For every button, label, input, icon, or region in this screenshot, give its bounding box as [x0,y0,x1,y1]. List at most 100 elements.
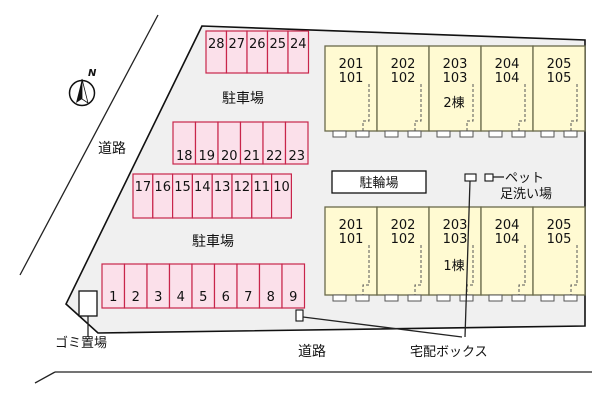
unit-entry [355,130,370,138]
unit-number-lower: 102 [391,71,416,86]
unit-number-lower: 104 [495,232,520,247]
parking-stall-number: 13 [214,180,231,195]
unit-entry [563,294,578,302]
unit-entry [384,130,399,138]
parking-stall [287,30,310,74]
parking-stall-number: 20 [221,149,238,164]
parking-stall-number: 4 [177,290,185,305]
unit-entry [332,130,347,138]
unit-number-upper: 205 [547,57,572,72]
unit-number-upper: 202 [391,218,416,233]
stair-outline [362,84,370,131]
road-edge-west [19,14,159,276]
building-unit [324,45,378,132]
parking-stall-number: 23 [288,149,305,164]
unit-number-upper: 204 [495,218,520,233]
building-unit [376,206,430,296]
delivery-box-label: 宅配ボックス [410,345,488,360]
garbage-area [78,290,98,317]
unit-entry [407,294,422,302]
parking-stall-number: 2 [132,290,140,305]
parking-stall-number: 17 [135,180,152,195]
stair-outline [570,84,578,131]
parking-stall-number: 10 [273,180,290,195]
unit-entry [436,130,451,138]
unit-number-lower: 104 [495,71,520,86]
unit-number-upper: 201 [339,218,364,233]
delivery-box-2 [464,173,477,182]
unit-entry [407,130,422,138]
unit-number-lower: 105 [547,232,572,247]
delivery-box [295,309,304,322]
road-edge-south [34,371,56,384]
unit-number-upper: 203 [443,218,468,233]
parking-stall-number: 11 [253,180,270,195]
bike-parking [331,170,427,194]
unit-entry [563,130,578,138]
unit-entry [332,294,347,302]
north-label: N [88,68,97,79]
road-label-west: 道路 [98,141,126,157]
parking-stall [271,173,293,219]
parking-label-north: 駐車場 [222,90,264,107]
building-2-label: 2棟 [443,96,464,111]
parking-stall-number: 21 [243,149,260,164]
stair-outline [570,245,578,295]
pet-wash-label-line1: ペット [505,171,544,186]
parking-stall-number: 24 [290,37,307,52]
parking-stall-number: 1 [109,290,117,305]
stair-outline [466,84,474,131]
parking-stall-number: 8 [267,290,275,305]
delivery-box-2-leader-line [464,180,471,338]
road-label-south: 道路 [298,344,326,360]
parking-label-south: 駐車場 [192,233,234,250]
unit-number-upper: 204 [495,57,520,72]
parking-stall-number: 27 [228,37,245,52]
stair-outline [414,84,422,131]
unit-entry [459,130,474,138]
unit-entry [488,130,503,138]
unit-entry [355,294,370,302]
unit-number-lower: 103 [443,71,468,86]
pet-wash [484,173,494,182]
unit-number-upper: 202 [391,57,416,72]
parking-stall-number: 3 [154,290,162,305]
unit-entry [511,294,526,302]
parking-stall [284,121,309,165]
parking-stall-number: 6 [222,290,230,305]
building-1-label: 1棟 [443,259,464,274]
garbage-label: ゴミ置場 [55,335,107,351]
unit-entry [511,130,526,138]
building-unit [428,206,482,296]
building-unit [532,206,586,296]
building-unit [480,206,534,296]
unit-number-lower: 101 [339,71,364,86]
unit-number-lower: 102 [391,232,416,247]
parking-stall-number: 5 [199,290,207,305]
building-unit [376,45,430,132]
parking-stall-number: 19 [198,149,215,164]
unit-number-lower: 101 [339,232,364,247]
parking-stall-number: 12 [234,180,251,195]
bike-parking-label: 駐輪場 [359,175,398,191]
unit-number-upper: 201 [339,57,364,72]
parking-stall-number: 18 [176,149,193,164]
stair-outline [518,84,526,131]
parking-stall-number: 7 [244,290,252,305]
parking-stall [281,263,306,309]
delivery-box-leader-line [302,316,463,338]
stair-outline [518,245,526,295]
pet-wash-label-line2: 足洗い場 [500,187,552,202]
building-unit [480,45,534,132]
unit-number-lower: 103 [443,232,468,247]
north-arrow-icon: N [68,68,97,107]
building-unit [428,45,482,132]
building-unit [532,45,586,132]
parking-stall-number: 28 [208,37,225,52]
parking-stall-number: 15 [174,180,191,195]
stair-outline [414,245,422,295]
parking-stall-number: 25 [269,37,286,52]
